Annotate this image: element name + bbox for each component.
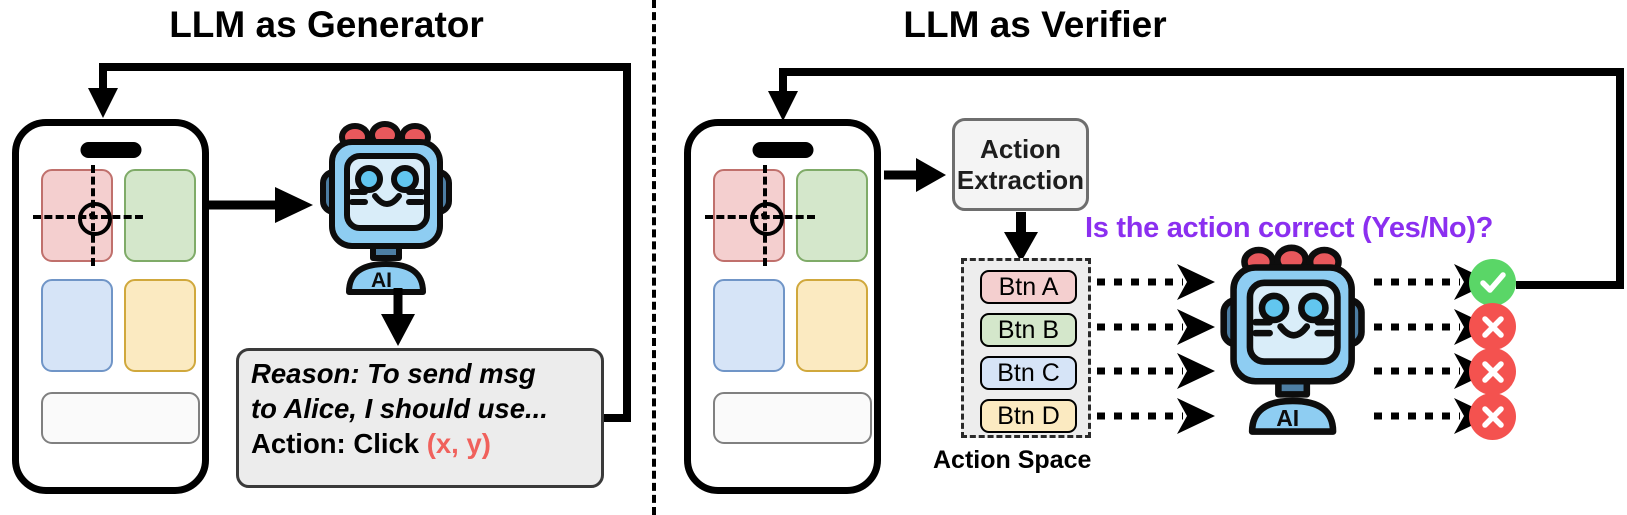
- phone-notch: [752, 142, 813, 158]
- llm-robot-generator: AI: [305, 121, 465, 299]
- action-extraction-line-1: Action: [980, 133, 1061, 164]
- robot-ai-label: AI: [371, 269, 392, 292]
- action-button-b[interactable]: Btn B: [980, 313, 1077, 347]
- phone-bottom-bar[interactable]: [713, 392, 872, 444]
- app-tile-blue[interactable]: [41, 279, 113, 372]
- app-tile-yellow[interactable]: [796, 279, 868, 372]
- arrow-robot-to-reason-box: [381, 288, 415, 346]
- verdict-badge-correct: [1469, 259, 1516, 306]
- action-label: Action: Click: [251, 428, 427, 459]
- reason-line-2: to Alice, I should use...: [251, 393, 548, 424]
- page-title-generator: LLM as Generator: [169, 4, 484, 45]
- app-tile-yellow[interactable]: [124, 279, 196, 372]
- panel-divider: [652, 0, 656, 515]
- phone-mockup-left: [12, 119, 209, 494]
- cross-icon: [1481, 360, 1504, 383]
- action-button-c[interactable]: Btn C: [980, 356, 1077, 390]
- phone-bottom-bar[interactable]: [41, 392, 200, 444]
- llm-robot-verifier: AI: [1204, 244, 1379, 441]
- cross-icon: [1481, 405, 1504, 428]
- reason-action-box: Reason: To send msg to Alice, I should u…: [236, 348, 604, 488]
- check-icon: [1479, 271, 1506, 293]
- generator-panel: LLM as Generator: [0, 0, 653, 515]
- robot-ai-label: AI: [1276, 405, 1299, 431]
- reason-line-1: Reason: To send msg: [251, 358, 536, 389]
- verdict-badge-incorrect-1: [1469, 303, 1516, 350]
- crosshair-target-icon: [78, 202, 112, 236]
- action-coordinates: (x, y): [426, 428, 491, 459]
- verdict-badge-incorrect-3: [1469, 393, 1516, 440]
- app-tile-blue[interactable]: [713, 279, 785, 372]
- action-extraction-box[interactable]: Action Extraction: [952, 118, 1089, 211]
- verdict-badge-incorrect-2: [1469, 348, 1516, 395]
- dotted-arrows-to-robot: [1097, 264, 1215, 434]
- arrow-phone-to-action-extraction: [884, 158, 946, 192]
- verifier-question: Is the action correct (Yes/No)?: [1085, 212, 1494, 244]
- action-extraction-line-2: Extraction: [956, 164, 1085, 195]
- action-space-label: Action Space: [933, 446, 1092, 474]
- arrow-phone-to-robot-left: [205, 187, 313, 223]
- arrow-extraction-to-action-space: [1004, 212, 1038, 262]
- cross-icon: [1481, 315, 1504, 338]
- action-button-a[interactable]: Btn A: [980, 270, 1077, 304]
- action-space-container: Btn A Btn B Btn C Btn D: [961, 258, 1091, 438]
- action-line: Action: Click (x, y): [251, 426, 589, 461]
- phone-notch: [80, 142, 141, 158]
- crosshair-target-icon: [750, 202, 784, 236]
- phone-mockup-right: [684, 119, 881, 494]
- action-button-d[interactable]: Btn D: [980, 399, 1077, 433]
- page-title-verifier: LLM as Verifier: [903, 4, 1167, 45]
